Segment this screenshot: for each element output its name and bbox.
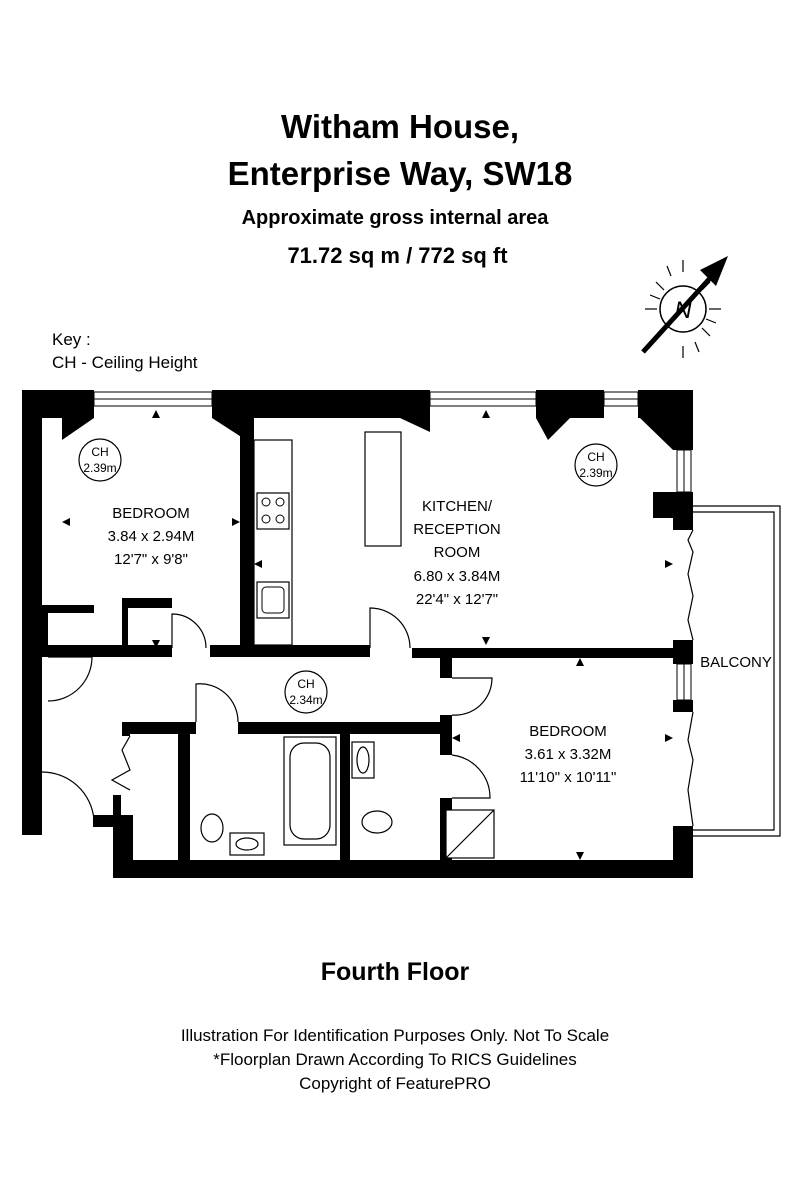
svg-text:ROOM: ROOM: [434, 544, 481, 561]
svg-text:2.34m: 2.34m: [289, 693, 322, 707]
svg-text:2.39m: 2.39m: [83, 461, 116, 475]
svg-text:CH: CH: [587, 450, 604, 464]
property-title-line1: Witham House,: [280, 108, 520, 145]
svg-text:CH: CH: [297, 677, 314, 691]
key-title: Key :: [52, 330, 91, 349]
svg-text:6.80 x 3.84M: 6.80 x 3.84M: [414, 568, 501, 585]
sink-icon: [256, 581, 290, 619]
key-entry: CH - Ceiling Height: [52, 353, 198, 372]
svg-text:BEDROOM: BEDROOM: [112, 505, 190, 522]
svg-text:KITCHEN/: KITCHEN/: [422, 498, 493, 515]
hob-icon: [256, 492, 290, 530]
copyright-line: Copyright of FeaturePRO: [299, 1074, 491, 1093]
compass-letter: N: [674, 297, 692, 324]
svg-text:12'7" x 9'8": 12'7" x 9'8": [114, 551, 188, 568]
ch-marker-hall: CH 2.34m: [284, 670, 328, 714]
doors: [41, 607, 493, 821]
property-title-line2: Enterprise Way, SW18: [227, 155, 573, 192]
bathroom-fixtures: [200, 736, 495, 859]
svg-text:3.84 x 2.94M: 3.84 x 2.94M: [108, 528, 195, 545]
room-label-balcony: BALCONY: [700, 654, 772, 671]
ch-marker-bedroom1: CH 2.39m: [78, 438, 122, 482]
svg-text:3.61 x 3.32M: 3.61 x 3.32M: [525, 746, 612, 763]
floor-title: Fourth Floor: [320, 958, 470, 986]
ch-marker-kitchen: CH 2.39m: [574, 443, 618, 487]
svg-text:BEDROOM: BEDROOM: [529, 723, 607, 740]
compass-icon: N: [641, 256, 728, 358]
disclaimer-line1: Illustration For Identification Purposes…: [180, 1026, 610, 1045]
area-label: Approximate gross internal area: [241, 207, 549, 229]
svg-text:22'4" x 12'7": 22'4" x 12'7": [416, 591, 498, 608]
room-label-bedroom2: BEDROOM 3.61 x 3.32M 11'10" x 10'11": [520, 723, 617, 786]
room-label-kitchen: KITCHEN/ RECEPTION ROOM 6.80 x 3.84M 22'…: [413, 498, 501, 608]
svg-text:RECEPTION: RECEPTION: [413, 521, 501, 538]
dimension-markers: [62, 410, 673, 860]
disclaimer-line2: *Floorplan Drawn According To RICS Guide…: [213, 1050, 577, 1069]
area-value: 71.72 sq m / 772 sq ft: [287, 243, 508, 268]
svg-text:11'10" x 10'11": 11'10" x 10'11": [520, 769, 617, 786]
windows: [93, 391, 692, 701]
svg-text:2.39m: 2.39m: [579, 466, 612, 480]
svg-text:CH: CH: [91, 445, 108, 459]
balcony: [687, 505, 781, 837]
room-label-bedroom1: BEDROOM 3.84 x 2.94M 12'7" x 9'8": [108, 505, 195, 568]
